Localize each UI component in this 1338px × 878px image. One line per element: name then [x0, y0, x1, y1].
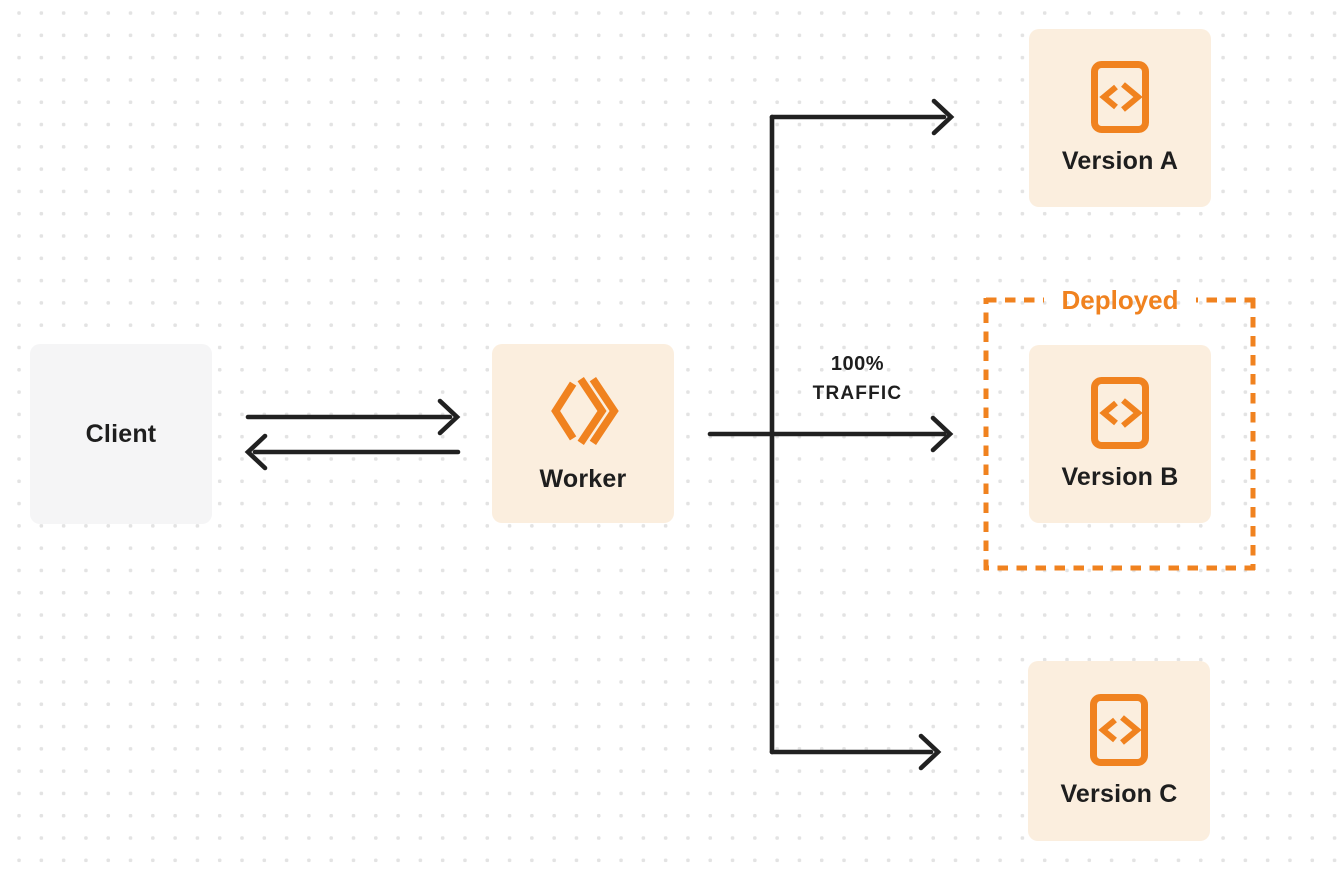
code-file-icon: [1091, 376, 1149, 449]
deployed-label: Deployed: [1061, 285, 1179, 315]
traffic-percent-text: 100%: [830, 353, 885, 375]
node-worker: Worker: [492, 344, 674, 523]
arrowhead-version-b: [930, 415, 954, 453]
traffic-annotation: 100% TRAFFIC: [780, 350, 935, 410]
branch-arrowheads: [918, 98, 955, 771]
arrowhead-version-c: [918, 733, 942, 771]
worker-label: Worker: [539, 465, 627, 493]
client-label: Client: [85, 419, 157, 448]
version-b-label: Version B: [1061, 462, 1179, 491]
cloudflare-workers-icon: [545, 373, 621, 449]
node-client: Client: [30, 344, 212, 524]
worker-branch-rail: [707, 114, 947, 755]
arrowhead-version-a: [931, 98, 955, 136]
traffic-word-text: TRAFFIC: [812, 383, 903, 404]
node-version-b: Version B: [1029, 345, 1211, 523]
code-file-icon: [1091, 60, 1149, 133]
version-a-label: Version A: [1061, 146, 1179, 175]
client-to-worker-arrow: [245, 398, 461, 436]
node-version-c: Version C: [1028, 661, 1210, 841]
node-version-a: Version A: [1029, 29, 1211, 207]
worker-to-client-arrow: [244, 433, 461, 471]
code-file-icon: [1090, 693, 1148, 766]
version-c-label: Version C: [1060, 779, 1178, 808]
